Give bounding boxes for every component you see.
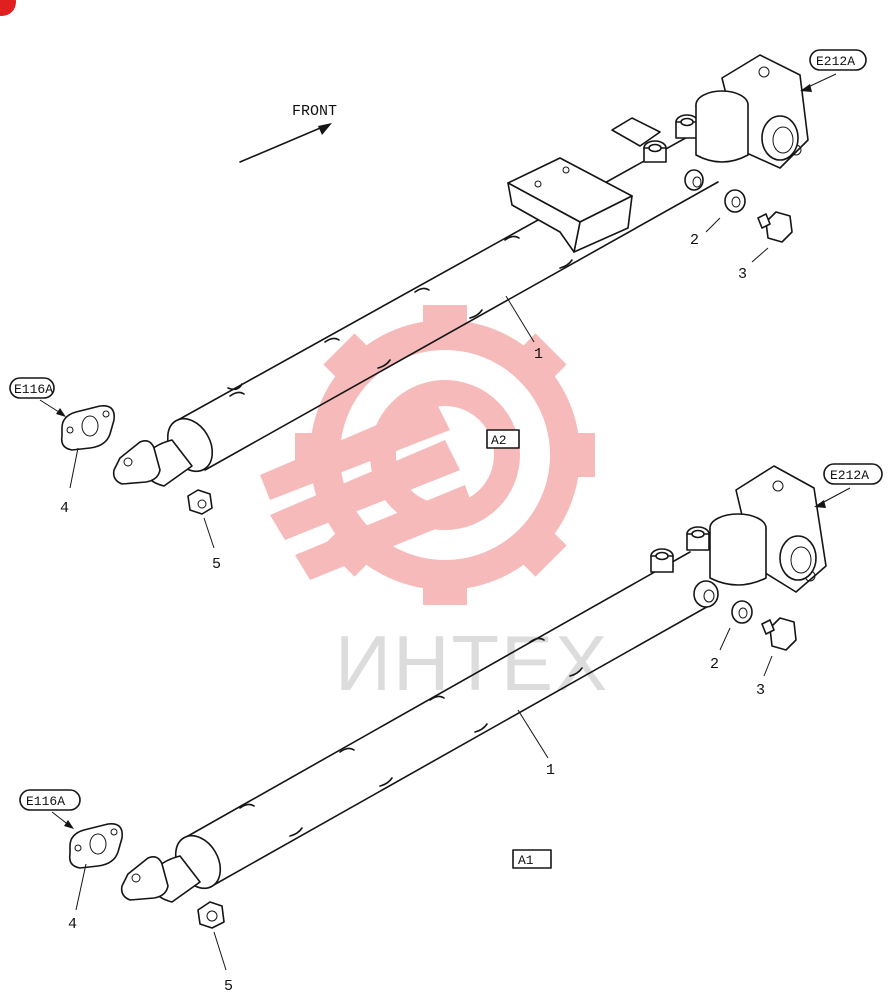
- washer-part-2-a1: [719, 600, 753, 651]
- elbow-flange-a1: [120, 855, 201, 903]
- callout-2-a2: 2: [690, 232, 699, 249]
- front-indicator: FRONT: [239, 103, 337, 163]
- watermark-text: ИНТЕХ: [335, 619, 609, 707]
- nut-part-5-a2: [187, 489, 215, 549]
- callout-2-a1: 2: [710, 656, 719, 673]
- ref-right-label-a1: E212A: [830, 468, 869, 483]
- watermark: ИНТЕХ: [260, 305, 609, 707]
- assembly-label-text-a2: A2: [491, 433, 507, 448]
- assembly-label-a2: A2: [486, 429, 520, 449]
- callout-5-a2: 5: [212, 556, 221, 573]
- assembly-a2: E116A E212A A2 1 2 3 4 5: [9, 49, 867, 573]
- end-housing-a2: [695, 54, 809, 169]
- leader-part-1-a2: [505, 295, 535, 343]
- bolt-part-3-a1: [761, 617, 797, 677]
- callout-4-a1: 4: [68, 916, 77, 933]
- ref-right-a2: E212A: [800, 49, 867, 92]
- pipe-a1: [174, 551, 713, 890]
- end-housing-a1: [709, 465, 827, 593]
- elbow-flange-a2: [112, 439, 193, 487]
- ref-right-a1: E212A: [814, 463, 883, 508]
- washer-part-2-a2: [705, 189, 746, 233]
- assembly-label-a1: A1: [512, 849, 552, 869]
- red-corner-marker-icon: [0, 0, 16, 16]
- ref-left-a2: E116A: [9, 377, 66, 417]
- callout-3-a1: 3: [756, 682, 765, 699]
- assembly-label-text-a1: A1: [518, 853, 534, 868]
- bolt-part-3-a2: [751, 211, 793, 263]
- bracket-a2: [507, 157, 633, 253]
- callout-5-a1: 5: [224, 978, 233, 995]
- callout-1-a2: 1: [534, 346, 543, 363]
- ref-left-a1: E116A: [19, 789, 81, 829]
- callout-3-a2: 3: [738, 266, 747, 283]
- gasket-part-4-a2: [60, 404, 116, 489]
- ref-left-label-a1: E116A: [26, 794, 65, 809]
- gasket-part-4-a1: [68, 822, 124, 911]
- ref-right-label-a2: E212A: [816, 54, 855, 69]
- front-label: FRONT: [292, 103, 337, 120]
- nut-part-5-a1: [197, 901, 227, 971]
- bosses-a2: [611, 114, 704, 191]
- leader-part-1-a1: [517, 709, 549, 759]
- ref-left-label-a2: E116A: [14, 382, 53, 397]
- assembly-a1: E116A E212A A1 1 2 3 4 5: [19, 463, 883, 995]
- callout-1-a1: 1: [546, 762, 555, 779]
- bosses-a1: [650, 526, 719, 608]
- callout-4-a2: 4: [60, 500, 69, 517]
